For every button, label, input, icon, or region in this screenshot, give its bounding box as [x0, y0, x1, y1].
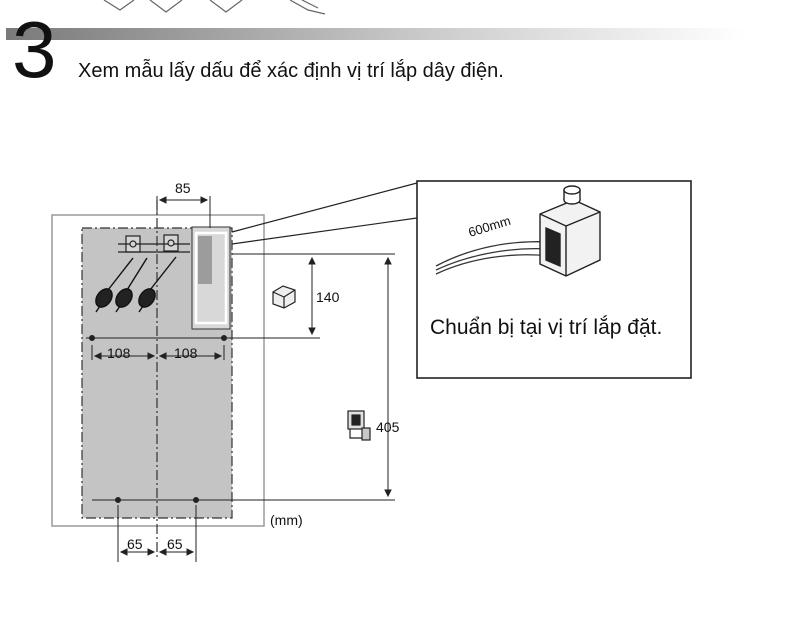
dim-65-left-label: 65 [127, 536, 143, 552]
top-decoration [103, 0, 326, 15]
header-gradient-bar [6, 28, 746, 40]
dim-405-label: 405 [376, 419, 400, 435]
dim-140-label: 140 [316, 289, 340, 305]
small-box-icon [272, 285, 296, 309]
dim-108-right-label: 108 [174, 345, 198, 361]
mounting-brackets [118, 234, 190, 253]
wall-bracket-icon [347, 410, 371, 441]
dim-108-left-label: 108 [107, 345, 131, 361]
dim-85-label: 85 [175, 180, 191, 196]
unit-label: (mm) [270, 512, 303, 528]
callout-caption: Chuẩn bị tại vị trí lắp đặt. [430, 316, 663, 339]
junction-box-icon [539, 185, 601, 277]
dim-65-right-label: 65 [167, 536, 183, 552]
step-instruction: Xem mẫu lấy dấu để xác định vị trí lắp d… [78, 60, 504, 82]
screw-icons [95, 256, 177, 313]
step-number: 3 [12, 5, 57, 94]
cable-icon [435, 241, 551, 275]
